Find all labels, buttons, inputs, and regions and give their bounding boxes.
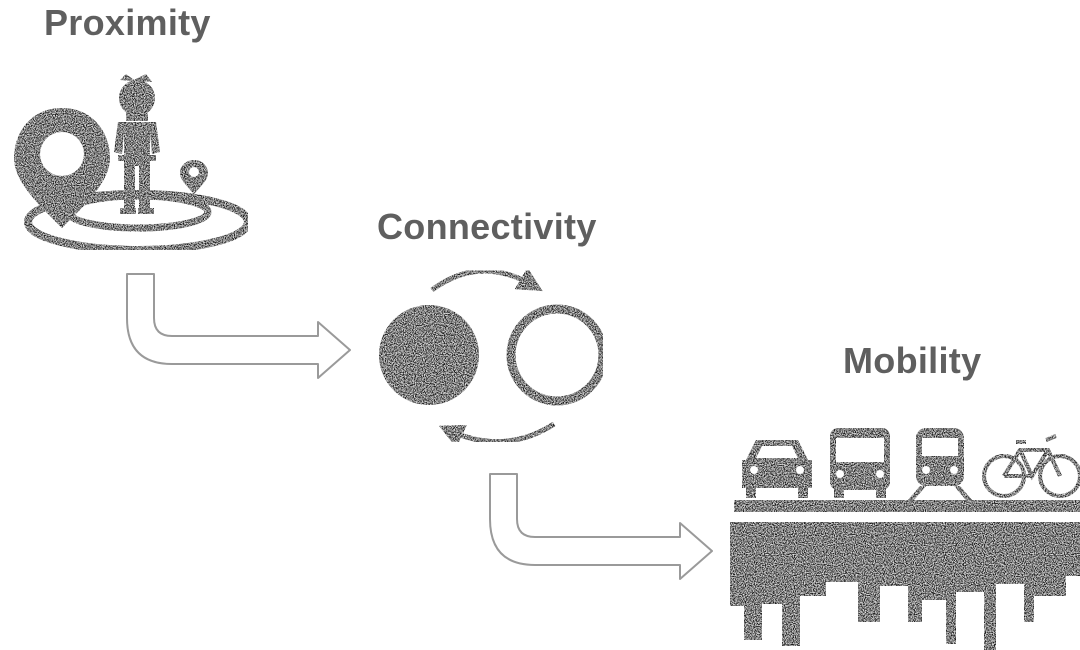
flow-arrow-proximity-to-connectivity	[126, 273, 351, 379]
stage-label-connectivity: Connectivity	[377, 206, 597, 247]
bus-icon	[830, 428, 890, 498]
stage-label-proximity: Proximity	[44, 2, 211, 43]
stage-label-mobility: Mobility	[843, 340, 982, 381]
car-icon	[742, 440, 812, 498]
bicycle-icon	[982, 434, 1080, 498]
connected-circles-icon	[379, 267, 608, 448]
train-icon	[908, 428, 972, 500]
transport-city-icon	[730, 428, 1080, 650]
person-location-icon	[14, 74, 252, 254]
flow-arrow-connectivity-to-mobility	[489, 473, 713, 580]
